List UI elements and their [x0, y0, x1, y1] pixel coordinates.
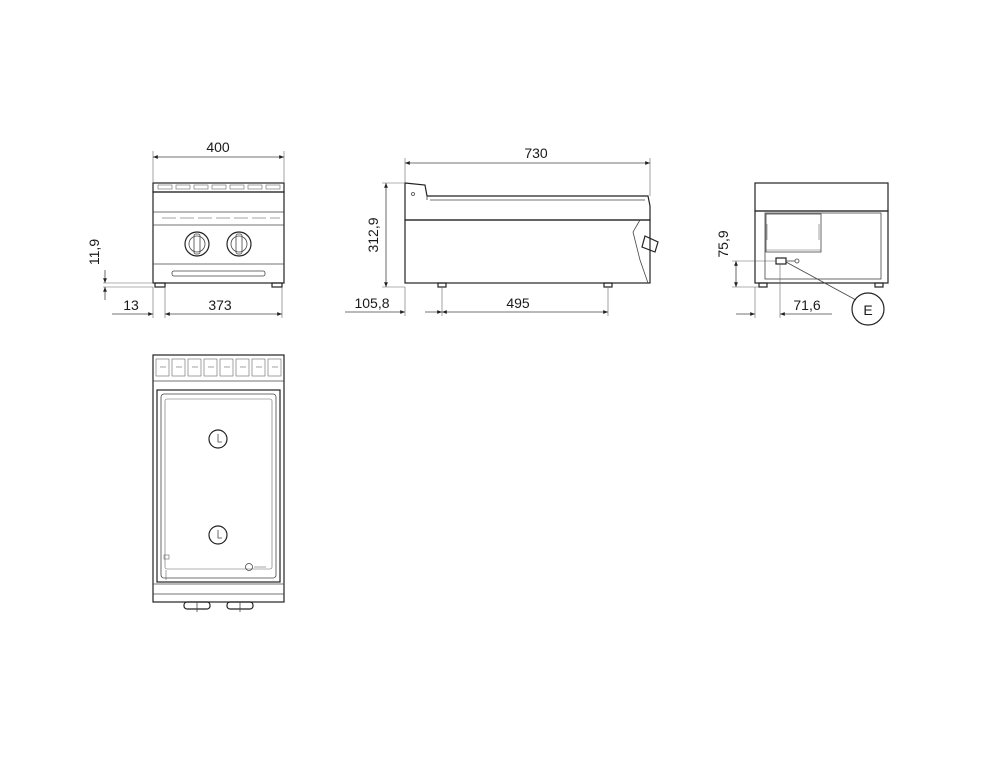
dim-side-height: 312,9 [365, 217, 381, 252]
side-knob-icon [641, 235, 659, 253]
dim-front-foot-height: 11,9 [86, 239, 102, 265]
burner-top-icon [208, 429, 228, 449]
brand-logo-icon [245, 563, 266, 571]
front-view: 400 11,9 13 373 [86, 139, 285, 318]
rear-view: 75,9 71,6 E [715, 182, 889, 326]
knob-left-icon [184, 231, 210, 257]
burner-bottom-icon [208, 525, 228, 545]
top-view [152, 354, 285, 612]
dim-front-inner-width: 373 [208, 297, 232, 313]
callout-label: E [863, 302, 872, 318]
top-knob-left-icon [183, 601, 211, 612]
knob-right-icon [226, 231, 252, 257]
dim-front-offset: 13 [123, 297, 139, 313]
callout-circle [851, 292, 885, 326]
dim-rear-connection-height: 75,9 [715, 230, 731, 257]
dim-side-foot-span: 495 [506, 295, 530, 311]
dim-rear-connection-offset: 71,6 [793, 297, 820, 313]
dim-front-width: 400 [206, 139, 230, 155]
dim-side-offset: 105,8 [354, 295, 389, 311]
side-view: 730 312,9 105,8 495 [345, 145, 659, 316]
dim-side-depth: 730 [524, 145, 548, 161]
top-knob-right-icon [226, 601, 254, 612]
